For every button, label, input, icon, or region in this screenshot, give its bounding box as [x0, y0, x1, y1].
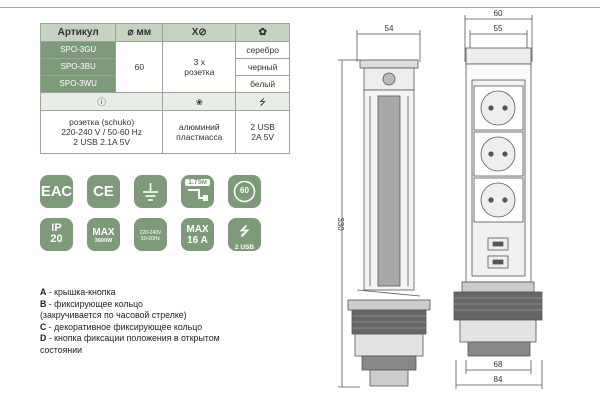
article-wu: SPO-3WU [39, 75, 117, 93]
eac-icon: ЕАС [40, 175, 73, 208]
legend-b-note: (закручивается по часовой стрелке) [40, 310, 187, 320]
size-value: 60 [115, 41, 164, 93]
ce-icon: CE [87, 175, 120, 208]
palette-icon: ✿ [258, 26, 267, 38]
dim-base-outer: 84 [494, 375, 503, 384]
dim-height: 330 [336, 217, 345, 231]
material-spec: алюминий пластмасса [162, 110, 237, 154]
article-bu: SPO-3BU [39, 58, 117, 76]
usb-icon-cell: ⭍ [235, 92, 290, 111]
legend-d: D - кнопка фиксации положения в открытом [40, 333, 220, 343]
header-diameter: ⌀ мм [115, 23, 164, 42]
color-silver: серебро [235, 41, 290, 59]
parts-legend: А - крышка-кнопка В - фиксирующее кольцо… [40, 287, 220, 356]
header-article: Артикул [39, 23, 117, 42]
rotation-angle-icon: 60 [228, 175, 261, 208]
diameter-icon: ⌀ [127, 26, 134, 38]
legend-c: С - декоративное фиксирующее кольцо [40, 321, 203, 332]
socket-spec: розетка (schuko) 220-240 V / 50-60 Hz 2 … [39, 110, 164, 154]
usb-badge-icon: ⭍ 2 USB [228, 218, 261, 251]
legend-a: А - крышка-кнопка [40, 287, 116, 297]
dim-base-inner: 68 [494, 360, 503, 369]
ground-icon [134, 175, 167, 208]
technical-drawing: 54 330 60 55 68 84 [336, 9, 543, 389]
header-color: ✿ [235, 23, 290, 42]
usb-icon: ⭍ [259, 96, 267, 107]
header-sockets: Х⊘ [162, 23, 237, 42]
cable-length-icon: 1.75м [181, 175, 214, 208]
article-gu: SPO-3GU [39, 41, 117, 59]
color-white: белый [235, 75, 290, 93]
info-icon: ⓘ [97, 96, 106, 107]
socket-icon: ⊘ [198, 26, 207, 38]
legend-b: В - фиксирующее кольцо [40, 298, 143, 309]
max-current-icon: MAX 16 A [181, 218, 214, 251]
max-power-icon: MAX 3600W [87, 218, 120, 251]
legend-d-cont: состоянии [40, 344, 83, 355]
dim-body-inner: 55 [494, 24, 503, 33]
dim-body-outer: 60 [494, 9, 503, 18]
header-rule [0, 7, 600, 8]
color-black: черный [235, 58, 290, 76]
voltage-icon: 220-240V 50-60Hz [134, 218, 167, 251]
usb-spec: 2 USB 2A 5V [235, 110, 290, 154]
info-icon-cell: ⓘ [39, 92, 164, 111]
material-icon-cell: ❀ [162, 92, 237, 111]
material-icon: ❀ [195, 96, 203, 107]
dim-top-width: 54 [385, 24, 394, 33]
